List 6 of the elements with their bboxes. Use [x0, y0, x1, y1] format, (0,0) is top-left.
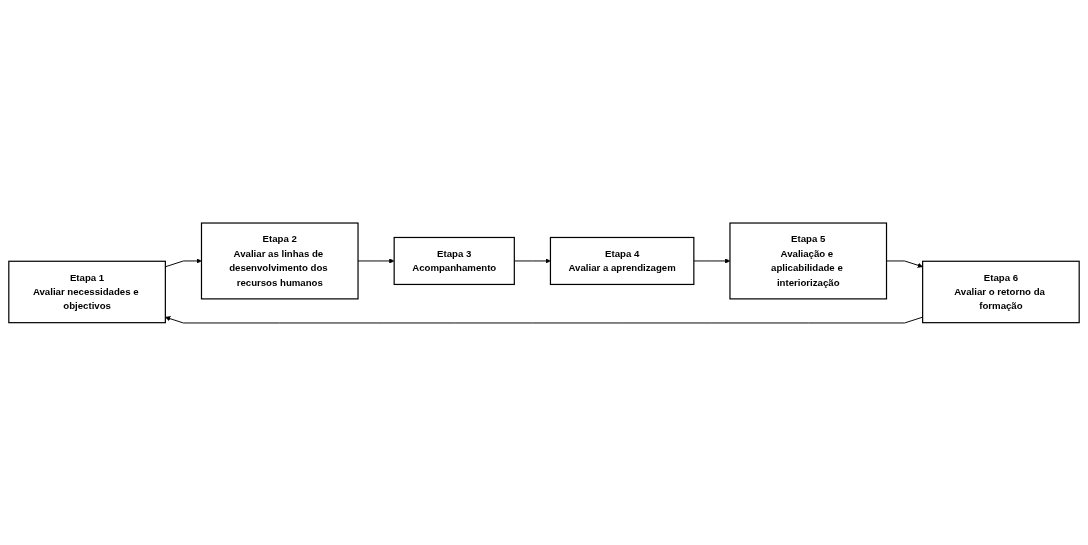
node-box: Etapa 2 Avaliar as linhas de desenvolvimento dos recursos humanos: [200, 221, 359, 299]
node-box: Etapa 3 Acompanhamento: [393, 236, 515, 285]
node-box: Etapa 5 Avaliação e aplicabilidade e interiorização: [729, 221, 888, 299]
node-box: Etapa 4 Avaliar a aprendizagem: [549, 236, 695, 285]
node-box: Etapa 1 Avaliar necessidades e objectivos: [8, 260, 166, 323]
node-box: Etapa 6 Avaliar o retorno da formação: [922, 260, 1080, 323]
